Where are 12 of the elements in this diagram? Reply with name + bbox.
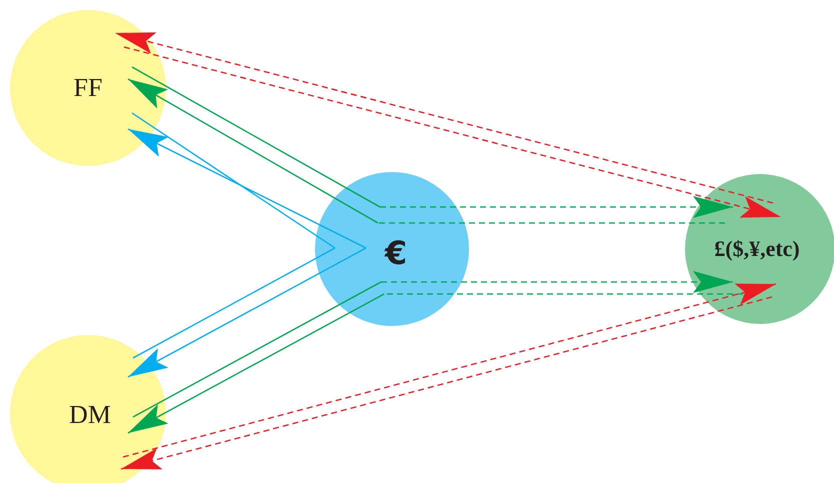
arrow (128, 293, 384, 434)
arrow (381, 271, 733, 293)
arrow (124, 46, 782, 218)
currency-label: £($,¥,etc) (714, 236, 800, 262)
currency-label: FF (74, 73, 102, 103)
arrow (114, 32, 774, 204)
currency-label: DM (69, 400, 111, 430)
arrow (128, 247, 366, 378)
arrow (128, 128, 366, 249)
arrow (128, 78, 378, 224)
currency-label: € (384, 234, 408, 272)
arrow (380, 196, 733, 218)
